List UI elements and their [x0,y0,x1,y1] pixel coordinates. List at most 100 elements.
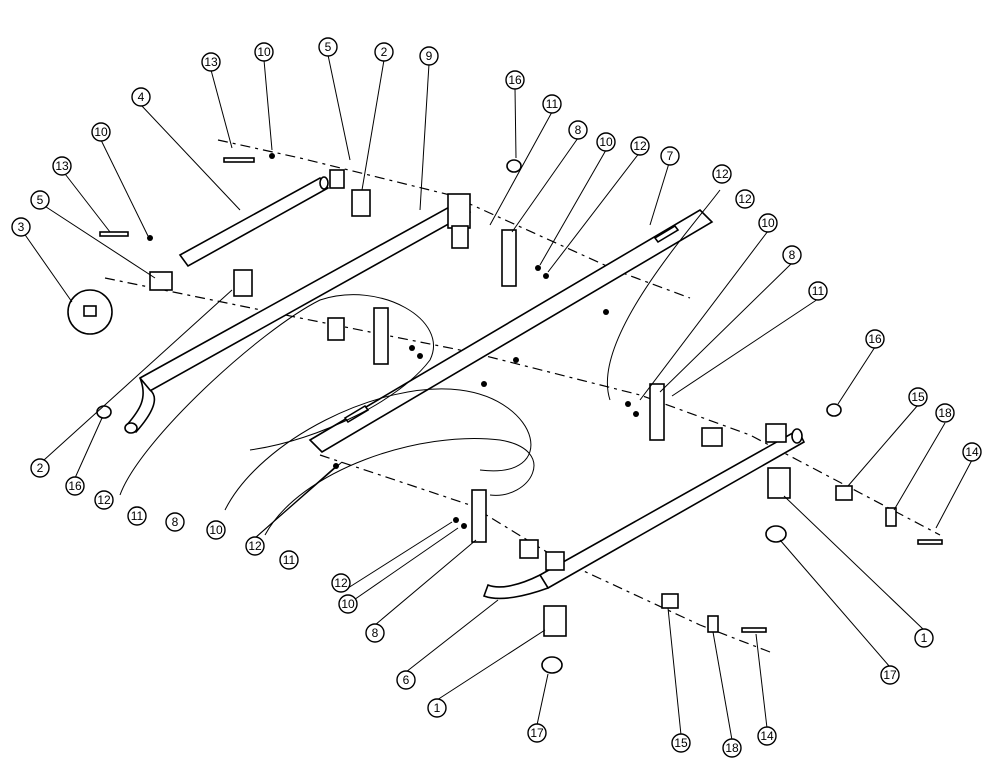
plate-18-right [885,507,897,527]
plug-16-right [826,403,842,417]
detail-3-part [83,305,97,317]
callout-12-bottom: 12 [331,573,351,593]
svg-text:5: 5 [325,40,332,54]
nut [481,381,487,387]
callout-5-top: 5 [318,37,338,57]
callout-13-top: 13 [201,52,221,72]
lower-axis [319,454,771,653]
svg-text:2: 2 [381,45,388,59]
svg-text:14: 14 [760,729,774,743]
svg-text:10: 10 [761,216,775,230]
clamp-mid [327,317,345,341]
leader [263,59,273,151]
callout-balloons: 13 10 5 2 9 4 16 11 10 8 10 12 7 13 5 3 … [11,37,982,758]
plug-16-top [506,159,522,173]
callout-14-bottom: 14 [757,726,777,746]
loop-leader-a [119,294,434,496]
callout-11-lower: 11 [279,550,299,570]
leader [347,527,459,605]
leader [210,69,233,149]
nut [417,353,423,359]
leader [436,629,546,701]
nut [333,463,339,469]
bracket-5-left [149,271,173,291]
cap-17-bottom [541,656,563,674]
svg-text:11: 11 [283,553,296,567]
callout-12-right-a: 12 [712,164,732,184]
callout-17-right: 17 [880,665,900,685]
cap-17-right [765,525,787,543]
callout-15-right: 15 [908,387,928,407]
tube-9 [138,198,472,394]
nut [513,357,519,363]
svg-text:8: 8 [172,515,179,529]
svg-text:13: 13 [55,159,69,173]
callout-2-left: 2 [30,458,50,478]
washer [269,153,275,159]
leader [43,289,233,461]
clamp-2-left [233,269,253,297]
leader [779,539,891,668]
svg-text:12: 12 [248,539,262,553]
nut [543,273,549,279]
svg-text:11: 11 [812,284,825,298]
callout-8-bottom: 8 [365,623,385,643]
leader [489,111,553,226]
plate-8-right [649,383,665,441]
svg-text:8: 8 [575,123,582,137]
leader [20,228,73,303]
tee-fitting-9-base [451,225,469,249]
elbow-fitting-1-bottom [543,605,567,637]
leader [327,54,351,161]
callout-8-left: 8 [165,512,185,532]
callout-18-right: 18 [935,403,955,423]
svg-text:13: 13 [204,55,218,69]
plate-18-bottom [707,615,719,633]
svg-text:12: 12 [334,576,348,590]
callout-11-right: 11 [808,281,828,301]
leader [639,230,769,401]
clamp-bottom-a [519,539,539,559]
tube-6 [538,428,806,590]
leader [539,149,607,266]
callout-16-right: 16 [865,329,885,349]
nut [461,523,467,529]
tee-fitting-9 [447,193,471,229]
callout-10-lower: 10 [206,520,226,540]
leader [514,87,517,159]
svg-text:15: 15 [674,736,688,750]
leader [667,607,682,736]
leader [361,59,385,191]
svg-text:16: 16 [68,479,82,493]
loop-leaders [119,189,721,536]
svg-text:12: 12 [715,167,729,181]
nut [633,411,639,417]
svg-text:15: 15 [911,390,925,404]
leader [74,417,103,479]
svg-text:9: 9 [426,49,433,63]
loop-leader-c [264,438,535,536]
callout-3: 3 [11,217,31,237]
svg-text:18: 18 [725,741,739,755]
clamp-right-b [765,423,787,443]
leader [61,169,111,233]
callout-17-bottom: 17 [527,723,547,743]
svg-text:12: 12 [738,192,752,206]
callout-10-bottom: 10 [338,594,358,614]
leader [712,631,733,741]
callout-13-left: 13 [52,156,72,176]
hardware [67,157,943,674]
callout-7: 7 [660,146,680,166]
clamp-15-right [835,485,853,501]
callout-leaders [20,54,973,741]
bracket-5-top [329,169,345,189]
leader [847,404,919,487]
svg-text:12: 12 [97,493,111,507]
callout-5-left: 5 [30,190,50,210]
callout-16-top: 16 [505,70,525,90]
svg-text:3: 3 [18,220,25,234]
leader [671,298,819,397]
svg-text:16: 16 [868,332,882,346]
washer [453,517,459,523]
callout-8-right: 8 [782,245,802,265]
